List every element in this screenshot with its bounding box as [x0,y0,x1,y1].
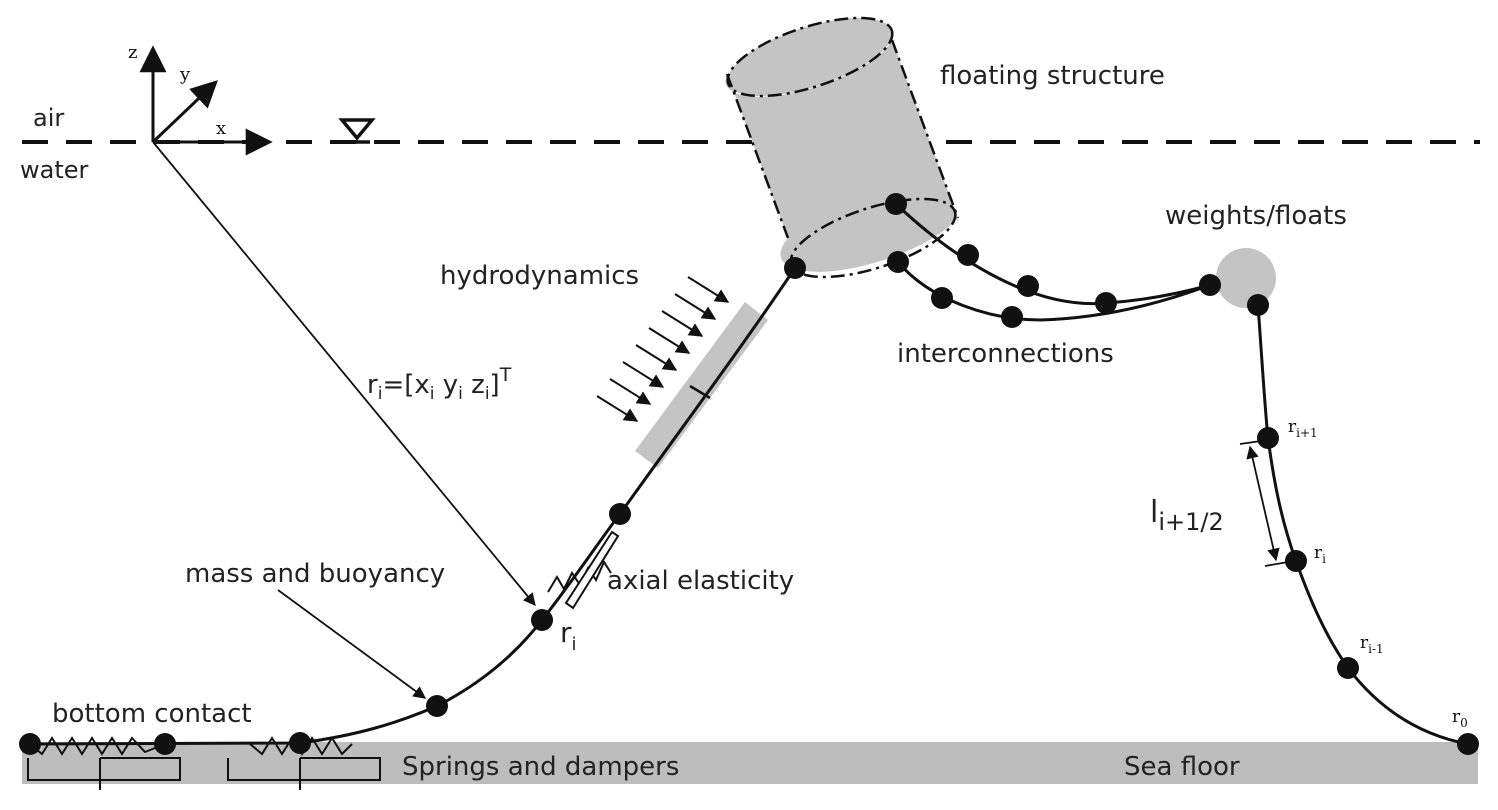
node-ri [531,609,553,631]
axis-y-label: y [179,64,191,85]
damper-icon [564,530,620,610]
node-bottom-left [19,733,41,755]
mooring-line-left [29,267,797,746]
node-r-0 [1457,733,1479,755]
node-axial [609,503,631,525]
water-label: water [20,156,89,184]
mass-buoyancy-arrow [277,589,427,699]
node-bottom-3 [289,732,311,754]
segment-length-label: li+1/2 [1150,495,1224,536]
node-inter-upper-3 [1095,292,1117,314]
node-structure-upper [885,193,907,215]
air-label: air [33,104,64,132]
node-buoy-bottom [1247,294,1269,316]
node-ri-label: ri [560,616,577,655]
bottom-contact-label: bottom contact [52,699,252,729]
node-inter-lower-1 [931,287,953,309]
node-r-i-plus-1-label: ri+1 [1288,417,1318,440]
weights-floats-label: weights/floats [1165,201,1347,231]
axis-z-label: z [128,42,137,63]
coordinate-axes [139,45,273,156]
hydrodynamics-label: hydrodynamics [440,261,639,291]
force-arrow-icon [596,276,730,422]
interconnections-label: interconnections [897,339,1114,369]
node-inter-lower-2 [1001,306,1023,328]
node-r-i-minus-1 [1337,657,1359,679]
water-surface-triangle-icon [338,118,376,144]
weights-floats-buoy [1216,248,1276,308]
sea-floor-band [22,742,1478,784]
interconnection-line-upper [894,202,1211,306]
node-r-i-minus-1-label: ri-1 [1360,633,1384,656]
node-fairlead-left [784,257,806,279]
node-mass-buoyancy [426,695,448,717]
node-structure-lower [887,251,909,273]
node-inter-upper-1 [957,244,979,266]
node-r-i-plus-1 [1257,427,1279,449]
bottom-contact-spring-right [227,736,381,790]
axis-x-label: x [216,118,226,139]
node-bottom-2 [154,733,176,755]
mass-and-buoyancy-label: mass and buoyancy [185,559,445,589]
floating-structure-label: floating structure [940,61,1165,91]
mooring-nodes [19,193,1479,755]
node-buoy-left [1199,274,1221,296]
node-r-0-label: r0 [1452,707,1468,730]
sea-floor-label: Sea floor [1124,752,1240,782]
segment-length-dimension [1239,439,1295,567]
node-inter-upper-2 [1017,275,1039,297]
floating-structure-cylinder [725,16,960,279]
mooring-line-right [1256,304,1469,746]
bottom-contact-spring-left [27,736,181,790]
position-vector-label: ri=[xi yi zi]T [367,364,512,404]
springs-and-dampers-label: Springs and dampers [402,752,679,782]
node-r-i [1285,550,1307,572]
node-r-i-label: ri [1314,543,1326,566]
axial-elasticity-label: axial elasticity [607,566,794,596]
position-vector-arrow [152,141,536,606]
hydrodynamics-shaded-segment [635,302,768,468]
